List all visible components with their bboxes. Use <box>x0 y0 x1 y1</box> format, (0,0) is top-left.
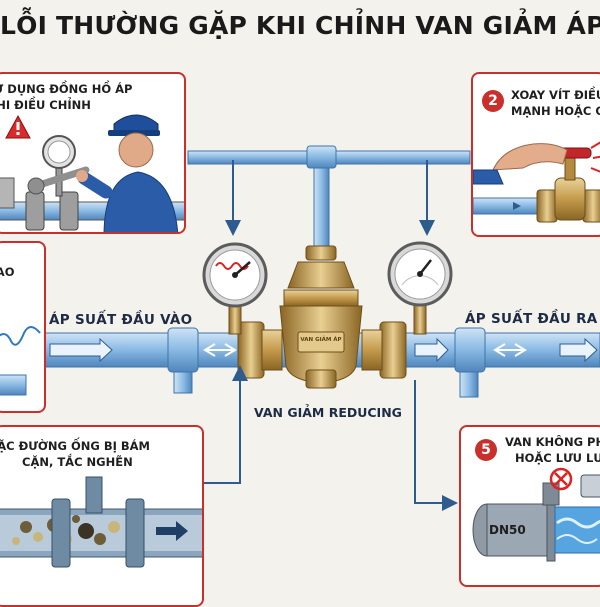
panel-5-text-line1: VAN KHÔNG PHÙ HỢP <box>505 435 600 449</box>
panel-2-text-line1: XOAY VÍT ĐIỀU CHỈNH <box>511 88 600 102</box>
error-panel-2: 2 XOAY VÍT ĐIỀU CHỈNH MẠNH HOẶC QUÁ NHAN… <box>471 72 600 237</box>
arrow-icon <box>204 160 458 511</box>
panel-1-illustration <box>0 114 184 232</box>
hand-icon <box>473 143 568 185</box>
brass-union-left <box>237 321 283 379</box>
panel-3-text-line1: ÁP SUẤT QUÁ CAO <box>0 265 15 279</box>
error-number-badge: 2 <box>482 90 504 112</box>
valve-icon <box>542 467 600 506</box>
inlet-pressure-label: ÁP SUẤT ĐẦU VÀO <box>49 312 193 328</box>
pressure-gauge-icon <box>42 135 76 197</box>
panel-5-text-line2: HOẶC LƯU LƯỢNG <box>515 451 600 465</box>
error-panel-1: KHÔNG SỬ DỤNG ĐỒNG HỒ ÁP SUẤT KHI ĐIỀU C… <box>0 72 186 234</box>
pipe-joint <box>167 327 199 373</box>
panel-4-text-line2: CẶN, TẮC NGHẼN <box>22 455 133 469</box>
error-number-badge: 5 <box>475 439 497 461</box>
valve-icon <box>536 155 600 223</box>
pipe-joint <box>454 327 486 373</box>
brass-union-right <box>361 321 407 379</box>
panel-3-illustration <box>0 326 41 396</box>
worker-icon <box>76 114 179 232</box>
panel-1-text-line2: SUẤT KHI ĐIỀU CHỈNH <box>0 98 91 112</box>
panel-2-illustration <box>473 141 600 223</box>
pressure-gauge-icon <box>202 242 268 335</box>
pressure-gauge-icon <box>387 241 453 335</box>
bypass-tee <box>306 145 337 169</box>
error-panel-3: ÁP SUẤT QUÁ CAO <box>0 241 46 413</box>
valve-name-label: VAN GIẢM REDUCING <box>254 405 402 420</box>
valve-icon <box>279 245 363 389</box>
outlet-pressure-label: ÁP SUẤT ĐẦU RA <box>465 311 598 327</box>
panel-1-text-line1: KHÔNG SỬ DỤNG ĐỒNG HỒ ÁP <box>0 82 133 96</box>
panel-5-illustration <box>472 467 600 562</box>
page-title: LỖI THƯỜNG GẶP KHI CHỈNH VAN GIẢM ÁP <box>0 11 600 40</box>
panel-4-illustration <box>0 476 202 568</box>
pipe-segment <box>472 498 600 562</box>
flow-arrows <box>49 337 598 363</box>
panel-2-text-line2: MẠNH HOẶC QUÁ NHANH <box>511 104 600 118</box>
error-panel-5: 5 VAN KHÔNG PHÙ HỢP HOẶC LƯU LƯỢNG DN50 <box>459 425 600 587</box>
motion-lines <box>590 141 600 173</box>
warning-icon <box>5 114 31 139</box>
error-panel-4: LỌC Y HOẶC ĐƯỜNG ỐNG BỊ BÁM CẶN, TẮC NGH… <box>0 425 204 607</box>
panel-4-text-line1: LỌC Y HOẶC ĐƯỜNG ỐNG BỊ BÁM <box>0 439 150 453</box>
pipe-size-label: DN50 <box>489 523 526 537</box>
valve-plate-text: VAN GIẢM ÁP <box>300 337 342 343</box>
